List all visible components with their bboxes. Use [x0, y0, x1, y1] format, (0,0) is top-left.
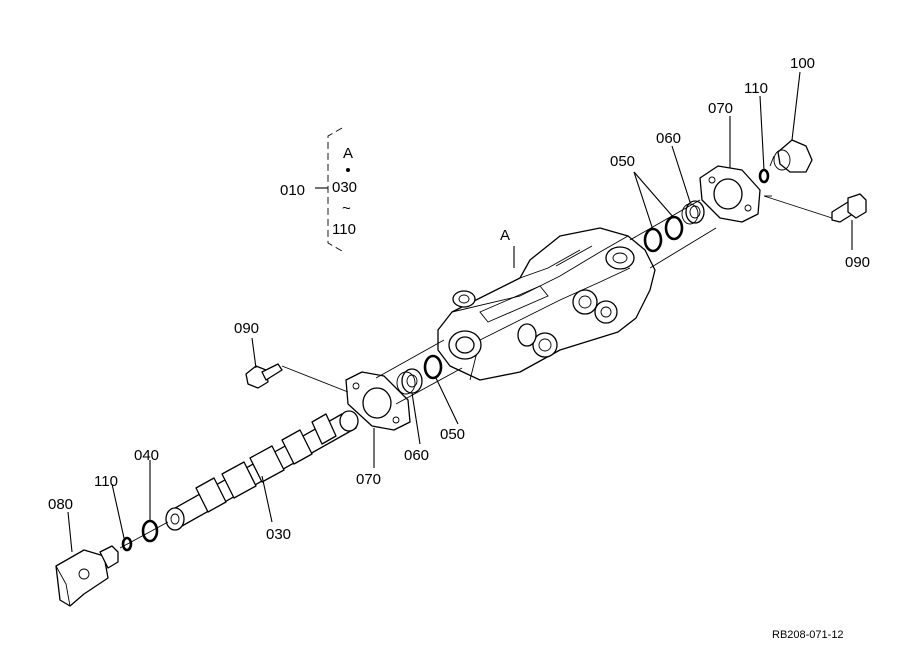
reference-code: RB208-071-12 — [772, 629, 844, 641]
valve-body — [437, 227, 656, 381]
left-flange-070 — [345, 371, 411, 431]
left-seal-060 — [396, 368, 423, 395]
label-group-letter: A — [343, 145, 353, 162]
label-080: 080 — [48, 496, 73, 513]
assembly-group-bracket — [315, 127, 350, 252]
label-tilde: ~ — [342, 200, 351, 217]
left-o-ring-050 — [423, 354, 443, 380]
left-bolt-090 — [245, 363, 283, 389]
label-050-top: 050 — [610, 153, 635, 170]
label-050-bottom: 050 — [440, 426, 465, 443]
clevis-080 — [55, 545, 119, 607]
label-070-top: 070 — [708, 100, 733, 117]
label-060-bottom: 060 — [404, 447, 429, 464]
right-bolt-090 — [831, 193, 867, 223]
label-100: 100 — [790, 55, 815, 72]
label-060-top: 060 — [656, 130, 681, 147]
label-110-top: 110 — [744, 80, 768, 97]
spool-030 — [165, 410, 359, 531]
o-ring-110-bottom — [121, 536, 133, 552]
label-070-bottom: 070 — [356, 471, 381, 488]
right-o-ring-110 — [758, 168, 770, 184]
label-body-letter: A — [500, 227, 510, 244]
part-labels: 010 A 030 ~ 110 A 100 110 070 060 050 09… — [48, 55, 870, 641]
label-010: 010 — [280, 182, 305, 199]
plug-100 — [769, 139, 813, 173]
leader-lines — [67, 71, 853, 553]
o-ring-040 — [141, 519, 159, 543]
label-090-right: 090 — [845, 254, 870, 271]
right-flange-070 — [699, 165, 761, 223]
right-seal-060 — [681, 200, 705, 225]
label-090-left: 090 — [234, 320, 259, 337]
label-110-group: 110 — [332, 221, 356, 238]
label-030: 030 — [266, 526, 291, 543]
label-040: 040 — [134, 447, 159, 464]
label-030-group: 030 — [332, 179, 357, 196]
explosion-lines — [119, 195, 833, 549]
label-110-bottom: 110 — [94, 473, 118, 490]
